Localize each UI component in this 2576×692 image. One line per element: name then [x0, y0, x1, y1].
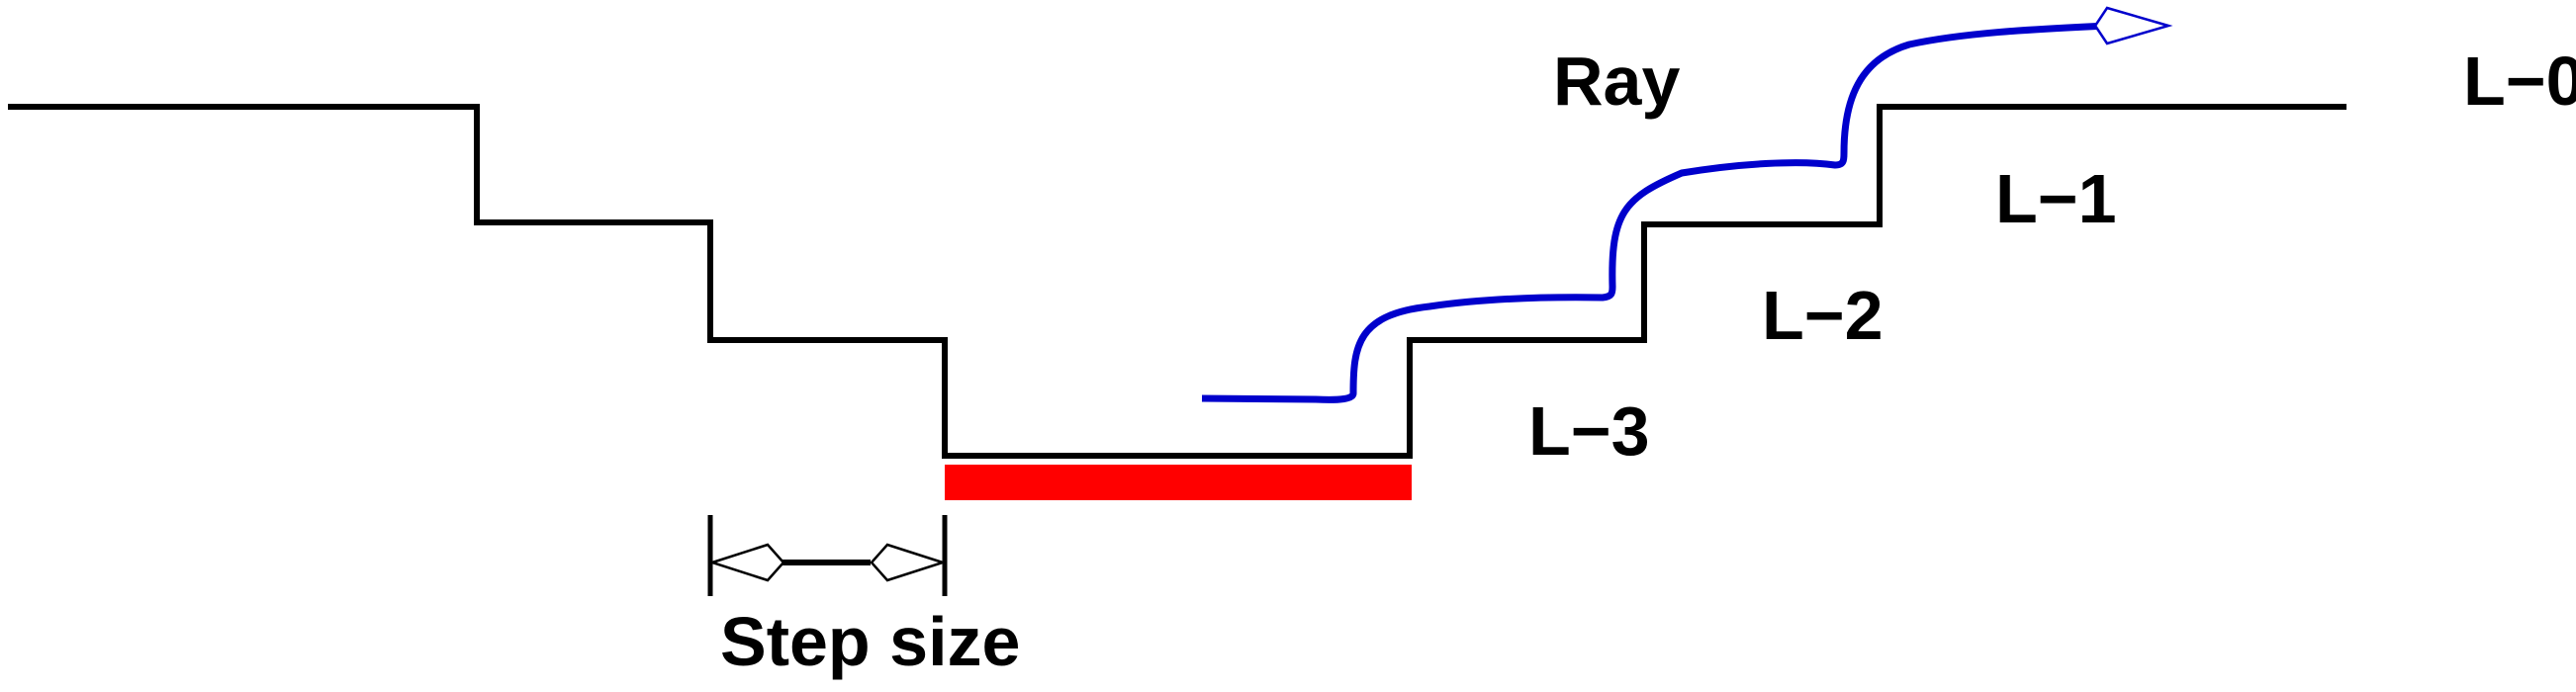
- level-staircase: [8, 104, 2346, 459]
- step-size-dimension-icon: [707, 515, 948, 596]
- level-1-label: L−1: [1995, 160, 2117, 237]
- level-0-label: L−0: [2463, 43, 2576, 120]
- highlight-bar: [945, 465, 1412, 500]
- step-size-label: Step size: [720, 603, 1020, 680]
- ray-label: Ray: [1553, 43, 1680, 120]
- ray-arrowhead-icon: [2093, 6, 2173, 45]
- ray-path: [1201, 22, 2108, 403]
- level-2-label: L−2: [1762, 277, 1884, 354]
- step-size-right-arrowhead-icon: [870, 543, 948, 582]
- step-size-left-arrowhead-icon: [707, 543, 785, 582]
- level-3-label: L−3: [1528, 392, 1650, 470]
